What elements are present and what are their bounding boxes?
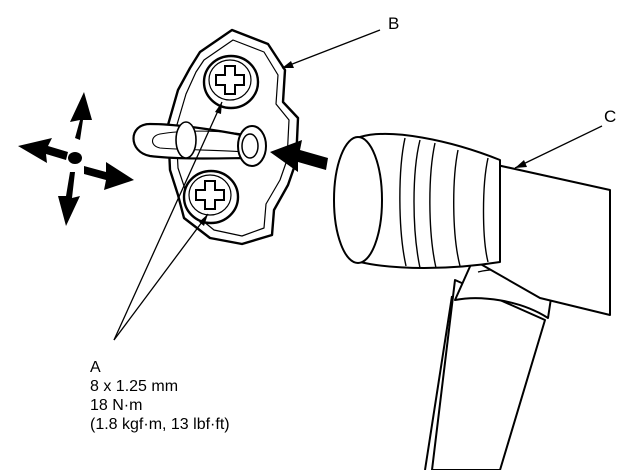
push-direction-arrow-icon (270, 140, 328, 172)
torque-alt-text: (1.8 kgf·m, 13 lbf·ft) (90, 416, 230, 433)
torque-nm-text: 18 N·m (90, 397, 143, 414)
callout-c-label: C (604, 107, 617, 126)
phillips-bolt-icon (202, 54, 260, 110)
bolt-spec-block: A 8 x 1.25 mm 18 N·m (1.8 kgf·m, 13 lbf·… (90, 358, 230, 434)
leader-lines (113, 29, 603, 341)
four-way-adjust-arrows-icon (18, 92, 134, 226)
phillips-bolt-icon (182, 169, 240, 225)
callout-a-label: A (90, 359, 101, 376)
leader-arrowheads (199, 61, 527, 226)
tool-c (333, 132, 611, 470)
callout-b-label: B (388, 14, 400, 33)
bolt-size-text: 8 x 1.25 mm (90, 378, 179, 395)
